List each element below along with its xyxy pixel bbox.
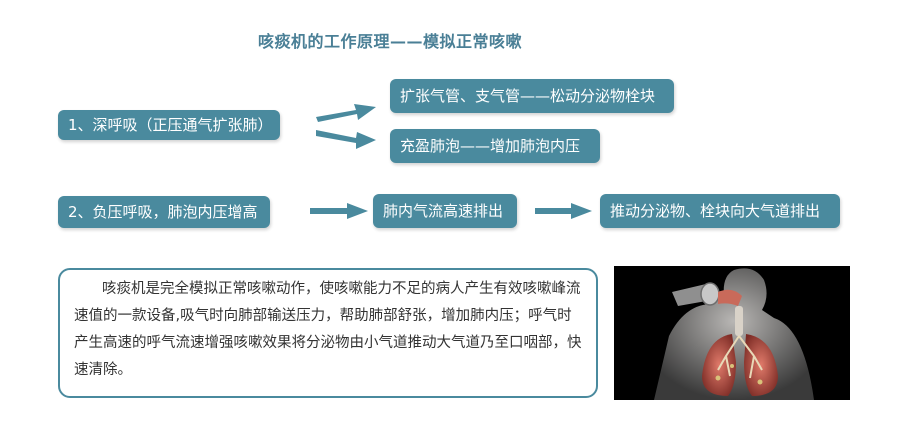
- arrow-to-secretion: [535, 203, 592, 219]
- step1-outcome-airway: 扩张气管、支气管——松动分泌物栓块: [390, 79, 674, 113]
- step2-chain-airflow: 肺内气流高速排出: [373, 194, 517, 228]
- arrow-to-airway: [316, 104, 376, 122]
- step2-chain-secretion: 推动分泌物、栓块向大气道排出: [600, 194, 840, 228]
- step2-box: 2、负压呼吸，肺泡内压增高: [58, 196, 270, 228]
- diagram-title: 咳痰机的工作原理——模拟正常咳嗽: [257, 32, 522, 51]
- lungs-cough-device-illustration: [614, 266, 850, 400]
- description-box: 咳痰机是完全模拟正常咳嗽动作，使咳嗽能力不足的病人产生有效咳嗽峰流速值的一款设备…: [58, 268, 598, 398]
- arrow-to-airflow: [310, 203, 368, 219]
- arrow-to-alveoli: [316, 130, 376, 149]
- step1-outcome-alveoli: 充盈肺泡——增加肺泡内压: [390, 129, 600, 163]
- step1-box: 1、深呼吸（正压通气扩张肺）: [58, 110, 280, 140]
